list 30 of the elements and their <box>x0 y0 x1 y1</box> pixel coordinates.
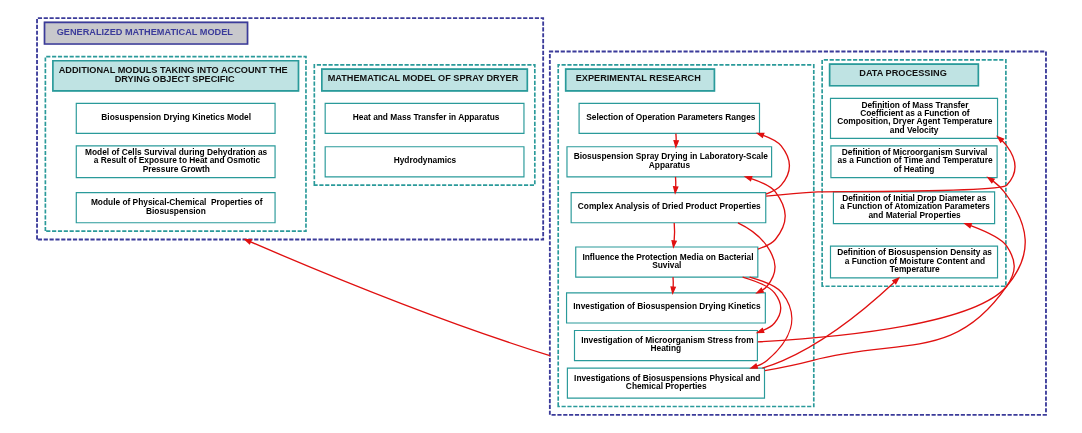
node-box: Definition of Initial Drop Diameter as a Function of Atomization Parameters and Material Properties <box>832 191 995 225</box>
arrow <box>736 222 776 294</box>
node-box: Definition of Microorganism Survival as a Function of Time and Temperature of Heating <box>829 145 998 179</box>
arrow <box>672 132 679 149</box>
node-box: Definition of Biosuspension Density as a Function of Moisture Content and Temperature <box>829 245 998 279</box>
arrow <box>670 222 677 249</box>
arrow <box>741 276 781 334</box>
node-box: Biosuspension Drying Kinetics Model <box>75 102 276 134</box>
node-box: Investigation of Biosuspension Drying Kinetics <box>565 292 766 324</box>
node-box: Model of Cells Survival during Dehydration as a Result of Exposure to Heat and Osmotic Pressure Growth <box>75 145 276 179</box>
arrow <box>242 238 550 357</box>
node-box: Heat and Mass Transfer in Apparatus <box>324 102 525 134</box>
node-box: Definition of Mass Transfer Coefficient as a Function of Composition, Dryer Agent Temperature and Velocity <box>829 97 998 139</box>
cluster <box>548 50 1047 416</box>
node-box: Complex Analysis of Dried Product Properties <box>570 192 766 224</box>
node-box: Hydrodynamics <box>324 146 525 178</box>
arrow <box>743 175 786 250</box>
arrow <box>755 132 790 195</box>
arrow <box>748 276 792 369</box>
node-box: Influence the Protection Media on Bacterial Suvival <box>574 246 758 278</box>
arrow <box>763 222 1015 372</box>
arrow <box>669 276 676 295</box>
node-box: Investigations of Biosuspensions Physical and Chemical Properties <box>566 367 765 399</box>
arrow <box>761 276 900 369</box>
node-box: Module of Physical-Chemical Properties of Biosuspension <box>75 192 276 224</box>
arrow <box>756 176 1026 343</box>
node-box: Selection of Operation Parameters Ranges <box>578 102 760 134</box>
arrow <box>764 135 1016 197</box>
node-box: Investigation of Microorganism Stress from Heating <box>573 329 758 362</box>
node-box: Biosuspension Spray Drying in Laboratory-Scale Apparatus <box>565 146 772 178</box>
